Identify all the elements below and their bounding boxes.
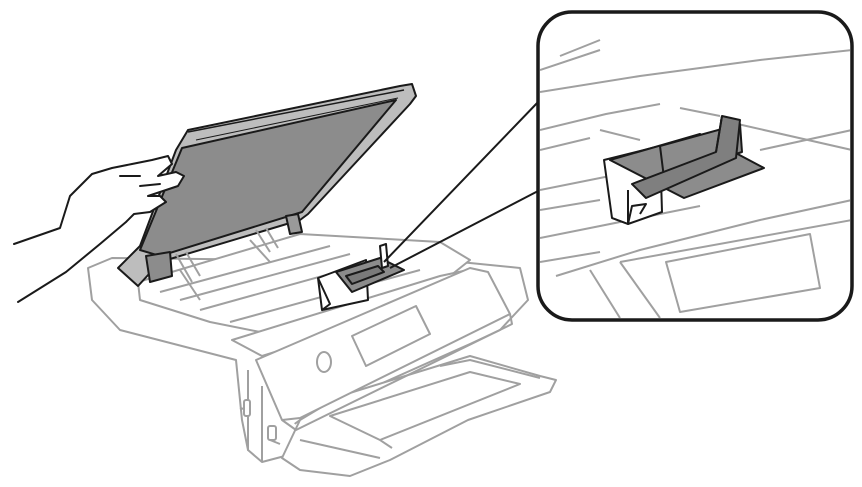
- zoom-callout: [383, 10, 854, 322]
- print-head-with-tape: [317, 243, 405, 311]
- power-button-icon: [316, 351, 332, 373]
- paper-output-tray: [281, 355, 557, 477]
- control-panel: [255, 267, 513, 431]
- callout-print-head: [603, 115, 765, 225]
- scanner-unit: [117, 83, 417, 287]
- hand: [13, 155, 185, 303]
- panel-screen: [351, 305, 431, 367]
